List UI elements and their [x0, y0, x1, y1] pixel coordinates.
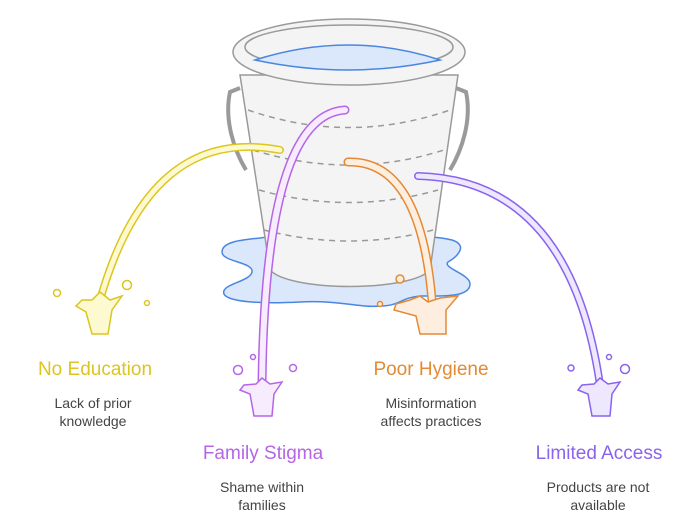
- title-no-education: No Education: [37, 359, 153, 380]
- desc-line: affects practices: [380, 413, 482, 429]
- bucket-water: [252, 44, 443, 71]
- desc-line: Lack of prior: [54, 395, 132, 411]
- desc-limited-access: Products are not available: [547, 478, 650, 514]
- desc-no-education: Lack of prior knowledge: [54, 394, 131, 430]
- bucket-handle-right: [448, 86, 470, 172]
- desc-line: families: [238, 497, 286, 513]
- stream-limited-access: [414, 172, 631, 417]
- desc-line: Shame within: [219, 479, 305, 495]
- title-family-stigma: Family Stigma: [202, 443, 324, 464]
- desc-line: knowledge: [59, 413, 127, 429]
- desc-line: Misinformation: [385, 395, 477, 411]
- desc-poor-hygiene: Misinformation affects practices: [381, 394, 482, 430]
- desc-family-stigma: Shame within families: [220, 478, 304, 514]
- title-limited-access: Limited Access: [535, 443, 663, 464]
- title-poor-hygiene: Poor Hygiene: [373, 359, 489, 380]
- stream-poor-hygiene: [343, 157, 460, 335]
- stream-no-education: [52, 142, 284, 335]
- bucket-handle-left: [226, 86, 248, 172]
- desc-line: available: [570, 497, 626, 513]
- stream-family-stigma: [232, 105, 350, 417]
- desc-line: Products are not: [546, 479, 650, 495]
